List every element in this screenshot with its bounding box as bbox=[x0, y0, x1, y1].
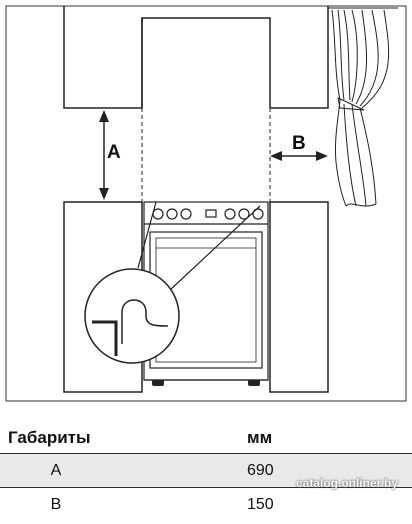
callout-line-1 bbox=[137, 201, 157, 269]
table-row: B 150 catalog.onliner.by bbox=[0, 476, 412, 521]
upper-cabinet-center bbox=[141, 17, 271, 108]
dimension-a-label: A bbox=[107, 142, 121, 163]
table-header-row: Габариты мм bbox=[0, 422, 412, 454]
watermark: catalog.onliner.by bbox=[295, 476, 398, 490]
curtain-icon bbox=[331, 9, 390, 207]
row-b-value: 150 bbox=[247, 495, 274, 513]
row-a-value: 690 bbox=[247, 461, 274, 479]
table-row: A 690 bbox=[0, 454, 412, 488]
dimensions-table: Габариты мм A 690 B 150 catalog.onliner.… bbox=[0, 422, 412, 521]
header-dimensions: Габариты bbox=[8, 427, 91, 447]
dimension-b-arrow bbox=[270, 151, 328, 161]
row-a-name: A bbox=[50, 461, 62, 479]
dimension-b-label: B bbox=[292, 133, 306, 154]
stove-knobs bbox=[152, 208, 264, 220]
callout-line-2 bbox=[169, 205, 261, 291]
header-mm: мм bbox=[247, 427, 273, 447]
stove-feet bbox=[152, 380, 260, 386]
row-b-name: B bbox=[50, 495, 62, 513]
lower-cabinet-right bbox=[269, 201, 329, 393]
detail-magnifier bbox=[84, 268, 180, 364]
installation-diagram: A B bbox=[5, 5, 407, 402]
upper-cabinet-right bbox=[270, 6, 329, 109]
dimension-a-arrow bbox=[99, 110, 109, 200]
